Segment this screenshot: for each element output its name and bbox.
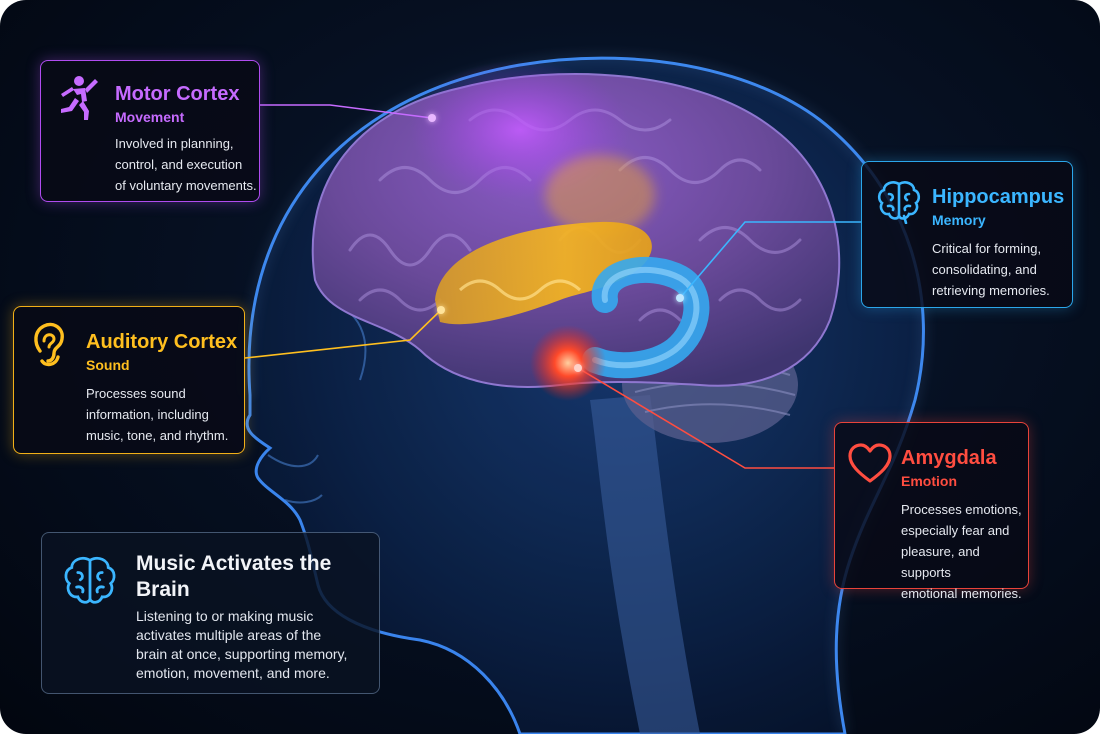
connector-dots (428, 114, 684, 372)
hippocampus-description: Critical for forming, consolidating, and… (932, 241, 1050, 298)
brainstem (590, 395, 700, 734)
motor-cortex-title: Motor Cortex (115, 83, 240, 105)
connector-lines (244, 104, 861, 469)
summary-description: Listening to or making music activates m… (136, 608, 348, 681)
dancing-person-icon (61, 76, 98, 120)
heart-icon (848, 443, 892, 483)
amygdala-description: Processes emotions, especially fear and … (901, 502, 1022, 601)
auditory-cortex-description: Processes sound information, including m… (86, 386, 229, 443)
summary-card: Music Activates the Brain Listening to o… (41, 532, 380, 694)
amygdala-region (530, 325, 606, 401)
motor-cortex-card: Motor Cortex Movement Involved in planni… (40, 60, 260, 202)
hippocampus-card: Hippocampus Memory Critical for forming,… (861, 161, 1073, 308)
auditory-cortex-card: Auditory Cortex Sound Processes sound in… (13, 306, 245, 454)
auditory-cortex-subtitle: Sound (86, 357, 130, 373)
auditory-cortex-title: Auditory Cortex (86, 331, 238, 353)
brain-icon (64, 556, 116, 604)
amygdala-subtitle: Emotion (901, 473, 957, 489)
ear-icon (34, 322, 64, 367)
motor-cortex-description: Involved in planning, control, and execu… (115, 136, 257, 193)
amygdala-card: Amygdala Emotion Processes emotions, esp… (834, 422, 1029, 601)
amygdala-title: Amygdala (901, 447, 997, 469)
hippocampus-title: Hippocampus (932, 186, 1065, 208)
auditory-cortex-region (435, 221, 652, 325)
hippocampus-subtitle: Memory (932, 212, 986, 228)
brain-icon (877, 181, 921, 224)
summary-title: Music Activates the Brain (136, 552, 332, 601)
motor-cortex-subtitle: Movement (115, 109, 185, 125)
